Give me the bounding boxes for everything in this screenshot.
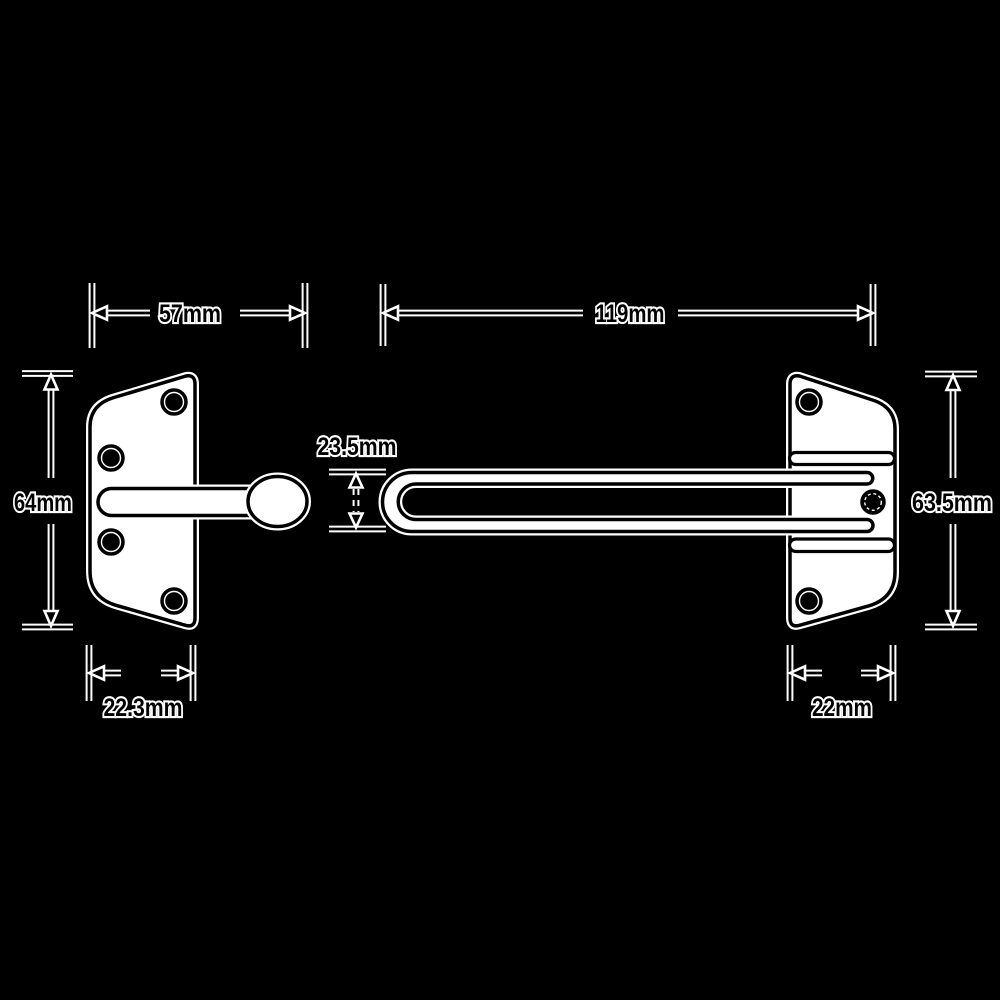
dim-label-119mm: 119mm [596,300,665,328]
dim-label-57mm: 57mm [159,300,221,328]
screw-hole [795,388,823,416]
dim-label-63.5mm: 63.5mm [912,489,992,517]
arrow-right-icon [176,664,197,682]
dim-left-plate-depth: 22.3mm [85,645,197,724]
arrow-left-icon [85,664,106,682]
arrow-up-icon [944,371,962,392]
arrow-up-icon [42,371,60,391]
arrow-left-icon [379,304,400,322]
screw-hole [160,388,188,416]
arrow-right-icon [288,304,309,322]
screw-hole [160,587,188,615]
keyhole-center-hole [860,489,886,515]
dim-chain-bar-length: 119mm [379,284,877,346]
dim-label-23.5mm: 23.5mm [318,433,397,461]
arrow-left-icon [88,304,109,322]
right-mounting-plate [786,371,899,630]
screw-hole [795,587,823,615]
arrow-left-icon [786,664,807,682]
plate-slot [787,450,897,467]
dim-label-22.3mm: 22.3mm [104,694,183,722]
chain-bar [378,468,877,536]
plate-slot [787,537,897,554]
arrow-down-icon [944,609,962,630]
screw-hole [97,528,125,556]
dim-right-plate-height: 63.5mm [910,370,994,631]
dim-left-plate-height: 64mm [12,370,74,631]
dim-label-64mm: 64mm [14,489,72,517]
dim-right-plate-depth: 22mm [786,645,897,724]
arrow-right-icon [876,664,897,682]
dim-label-22mm: 22mm [812,694,872,722]
arrow-up-icon [347,470,365,489]
screw-hole [97,444,125,472]
dim-chain-bar-width: 23.5mm [315,431,399,533]
pin-stud [94,472,311,531]
arrow-right-icon [856,304,877,322]
arrow-down-icon [347,512,365,531]
arrow-down-icon [42,609,60,630]
dim-left-assembly-width: 57mm [88,283,309,348]
